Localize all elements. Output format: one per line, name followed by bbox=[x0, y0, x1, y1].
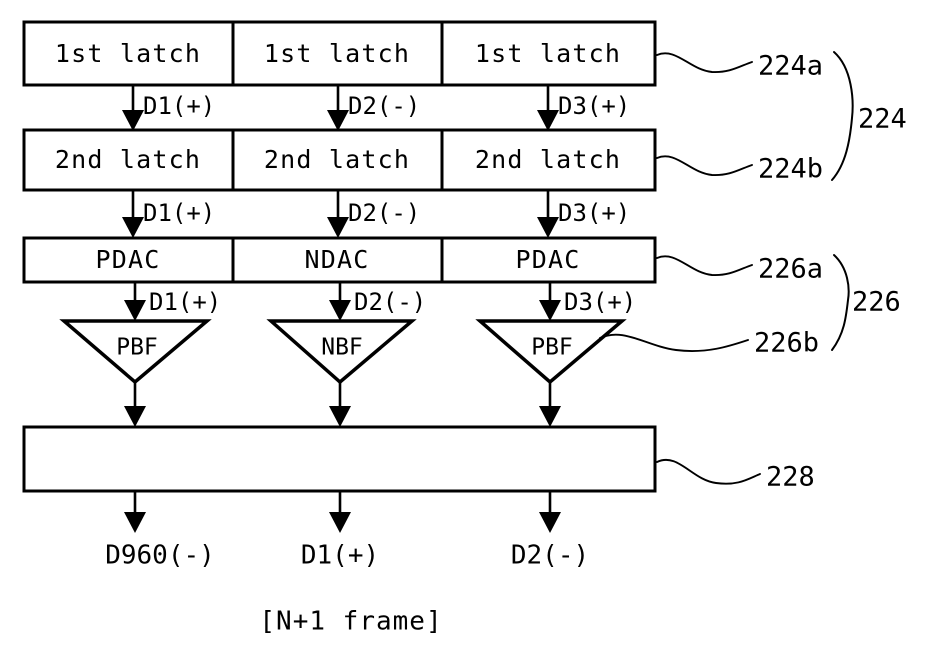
signal-label-l2-dac-2: D2(-) bbox=[348, 199, 420, 227]
reference-224b: 224b bbox=[656, 154, 823, 185]
second-latch-cell-1: 2nd latch bbox=[55, 145, 201, 174]
dac-cell-1: PDAC bbox=[95, 245, 160, 274]
reference-group-226: 226 bbox=[831, 254, 901, 351]
buffer-triangle-2 bbox=[266, 319, 417, 385]
arrow-head-l2-dac-2 bbox=[327, 217, 349, 238]
brace-224 bbox=[831, 51, 854, 181]
arrow-head-l1-l2-3 bbox=[537, 110, 559, 131]
arrow-head-dac-buf-3 bbox=[539, 300, 561, 321]
signal-label-l1-l2-3: D3(+) bbox=[558, 92, 630, 120]
reference-label-224a: 224a bbox=[758, 51, 823, 82]
output-bar-frame bbox=[22, 425, 657, 493]
arrow-head-dac-buf-1 bbox=[124, 300, 146, 321]
reference-224a: 224a bbox=[656, 51, 823, 82]
arrow-head-l1-l2-2 bbox=[327, 110, 349, 131]
brace-226 bbox=[831, 254, 850, 351]
buffer-label-2: NBF bbox=[321, 335, 363, 361]
latch2-to-dac-connectors: D1(+) D2(-) D3(+) bbox=[122, 190, 630, 238]
output-label-3: D2(-) bbox=[511, 541, 589, 571]
arrow-head-buf-out-2 bbox=[329, 406, 351, 427]
buffer-label-1: PBF bbox=[116, 335, 158, 361]
dac-to-buffer-connectors: D1(+) D2(-) D3(+) bbox=[124, 282, 636, 321]
arrow-head-l2-dac-3 bbox=[537, 217, 559, 238]
reference-label-224b: 224b bbox=[758, 154, 823, 185]
output-labels: D960(-) D1(+) D2(-) bbox=[105, 541, 589, 571]
first-latch-cell-3: 1st latch bbox=[475, 39, 621, 68]
arrow-head-l2-dac-1 bbox=[122, 217, 144, 238]
arrow-head-out-2 bbox=[329, 512, 351, 533]
reference-label-226b: 226b bbox=[754, 328, 819, 359]
dac-row: PDAC NDAC PDAC bbox=[22, 236, 657, 284]
dac-cell-2: NDAC bbox=[304, 245, 369, 274]
leader-line-228 bbox=[656, 459, 761, 485]
signal-label-l2-dac-3: D3(+) bbox=[558, 199, 630, 227]
output-label-2: D1(+) bbox=[301, 541, 379, 571]
reference-group-224: 224 bbox=[831, 51, 907, 181]
arrow-head-l1-l2-1 bbox=[122, 110, 144, 131]
buffer-to-output-connectors bbox=[124, 382, 561, 427]
first-latch-cell-2: 1st latch bbox=[264, 39, 410, 68]
dac-cell-3: PDAC bbox=[515, 245, 580, 274]
signal-label-dac-buf-3: D3(+) bbox=[564, 288, 636, 316]
first-latch-row-frame bbox=[22, 20, 657, 87]
reference-226b: 226b bbox=[599, 328, 819, 359]
leader-line-226b bbox=[599, 333, 749, 352]
arrow-head-dac-buf-2 bbox=[329, 300, 351, 321]
output-label-1: D960(-) bbox=[105, 541, 215, 571]
buffer-row: PBF NBF PBF bbox=[59, 319, 627, 385]
second-latch-row-frame bbox=[22, 128, 657, 192]
arrow-head-buf-out-1 bbox=[124, 406, 146, 427]
signal-label-dac-buf-1: D1(+) bbox=[149, 288, 221, 316]
leader-line-224b bbox=[656, 155, 753, 176]
signal-label-l2-dac-1: D1(+) bbox=[143, 199, 215, 227]
buffer-triangle-1 bbox=[59, 319, 212, 385]
second-latch-cell-3: 2nd latch bbox=[475, 145, 621, 174]
reference-226a: 226a bbox=[656, 254, 823, 285]
output-connectors bbox=[124, 491, 561, 533]
second-latch-cell-2: 2nd latch bbox=[264, 145, 410, 174]
leader-line-226a bbox=[656, 255, 753, 276]
first-latch-cell-1: 1st latch bbox=[55, 39, 201, 68]
reference-label-224: 224 bbox=[858, 104, 907, 135]
signal-label-l1-l2-2: D2(-) bbox=[348, 92, 420, 120]
reference-228: 228 bbox=[656, 459, 815, 493]
signal-label-l1-l2-1: D1(+) bbox=[143, 92, 215, 120]
arrow-head-out-3 bbox=[539, 512, 561, 533]
arrow-head-buf-out-3 bbox=[539, 406, 561, 427]
leader-line-224a bbox=[656, 52, 753, 73]
reference-label-226: 226 bbox=[852, 287, 901, 318]
buffer-triangle-3 bbox=[475, 319, 627, 385]
reference-label-228: 228 bbox=[766, 462, 815, 493]
output-bar bbox=[22, 425, 657, 493]
signal-label-dac-buf-2: D2(-) bbox=[354, 288, 426, 316]
first-latch-row: 1st latch 1st latch 1st latch bbox=[22, 20, 657, 87]
reference-label-226a: 226a bbox=[758, 254, 823, 285]
buffer-label-3: PBF bbox=[531, 335, 573, 361]
second-latch-row: 2nd latch 2nd latch 2nd latch bbox=[22, 128, 657, 192]
latch1-to-latch2-connectors: D1(+) D2(-) D3(+) bbox=[122, 85, 630, 131]
figure-caption: [N+1 frame] bbox=[259, 607, 442, 637]
arrow-head-out-1 bbox=[124, 512, 146, 533]
